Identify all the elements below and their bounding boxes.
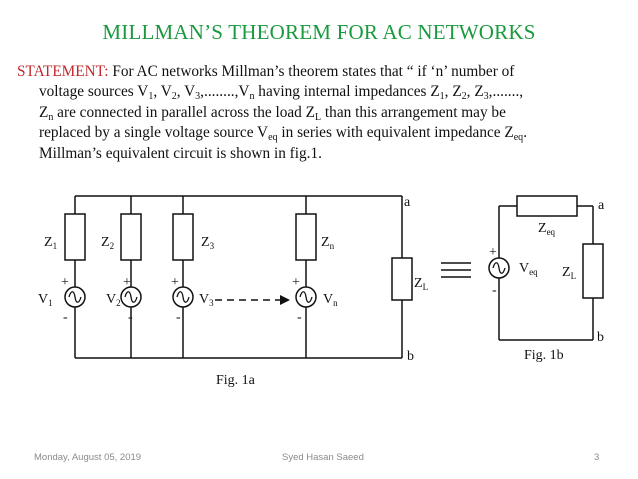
zeq-resistor xyxy=(516,195,578,217)
statement-line-1: STATEMENT: For AC networks Millman’s the… xyxy=(17,63,515,80)
svg-text:V3: V3 xyxy=(199,292,214,308)
vn-source xyxy=(295,286,317,308)
z1-resistor xyxy=(64,213,86,261)
svg-text:+: + xyxy=(61,275,69,290)
fig-1b xyxy=(488,195,604,341)
svg-text:Fig. 1b: Fig. 1b xyxy=(524,348,564,363)
svg-text:b: b xyxy=(597,330,604,345)
statement-line-5: Millman’s equivalent circuit is shown in… xyxy=(39,144,322,162)
arrow-head-icon xyxy=(280,295,290,305)
svg-text:-: - xyxy=(492,283,497,298)
zn-resistor xyxy=(295,213,317,261)
z3-resistor xyxy=(172,213,194,261)
fig-1b-labels: Zeq Veq ZL + - a b Fig. 1b xyxy=(489,198,605,363)
svg-text:+: + xyxy=(123,275,131,290)
svg-text:ZL: ZL xyxy=(414,276,428,292)
footer-page-number: 3 xyxy=(594,452,600,463)
svg-text:a: a xyxy=(598,198,605,213)
svg-text:Zn: Zn xyxy=(321,235,335,251)
v2-source xyxy=(120,286,142,308)
svg-text:-: - xyxy=(128,310,133,325)
svg-text:Z1: Z1 xyxy=(44,235,57,251)
svg-text:Zeq: Zeq xyxy=(538,221,556,237)
svg-text:Z2: Z2 xyxy=(101,235,114,251)
svg-text:Veq: Veq xyxy=(519,261,538,277)
svg-text:-: - xyxy=(297,310,302,325)
statement-line-2: voltage sources V1, V2, V3,........,Vn h… xyxy=(39,83,524,103)
equivalence-sign xyxy=(441,262,471,278)
footer-author: Syed Hasan Saeed xyxy=(282,452,364,463)
svg-text:Fig. 1a: Fig. 1a xyxy=(216,373,256,388)
fig-1a-labels: Z1 Z2 Z3 Zn ZL V1 V2 V3 Vn + + + + - - -… xyxy=(38,195,428,388)
statement-line-4: replaced by a single voltage source Veq … xyxy=(39,124,528,144)
zl-resistor xyxy=(391,257,413,301)
zl-eq-resistor xyxy=(582,243,604,299)
svg-text:V2: V2 xyxy=(106,292,121,308)
svg-text:-: - xyxy=(176,310,181,325)
footer-date: Monday, August 05, 2019 xyxy=(34,452,142,463)
svg-text:+: + xyxy=(171,275,179,290)
svg-text:Z3: Z3 xyxy=(201,235,215,251)
svg-text:a: a xyxy=(404,195,411,210)
slide-title: MILLMAN’S THEOREM FOR AC NETWORKS xyxy=(102,20,536,44)
v3-source xyxy=(172,286,194,308)
svg-text:b: b xyxy=(407,349,414,364)
svg-text:V1: V1 xyxy=(38,292,53,308)
statement-line-3: Zn are connected in parallel across the … xyxy=(39,103,506,123)
statement-paragraph: STATEMENT: For AC networks Millman’s the… xyxy=(17,62,617,164)
svg-text:Vn: Vn xyxy=(323,292,338,308)
svg-text:-: - xyxy=(63,310,68,325)
svg-text:+: + xyxy=(489,245,497,260)
svg-text:ZL: ZL xyxy=(562,265,576,281)
z2-resistor xyxy=(120,213,142,261)
v1-source xyxy=(64,286,86,308)
fig-1a xyxy=(64,195,413,359)
statement-label: STATEMENT: xyxy=(17,63,109,80)
veq-source xyxy=(488,257,510,279)
svg-text:+: + xyxy=(292,275,300,290)
